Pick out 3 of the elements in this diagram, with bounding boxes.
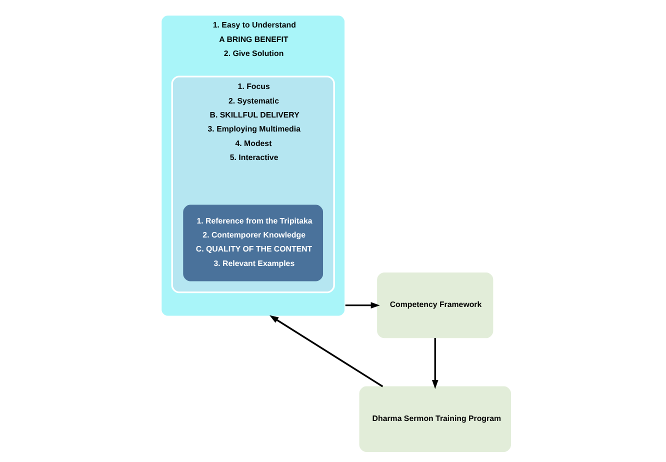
arrow bbox=[344, 302, 380, 308]
arrow bbox=[268, 315, 383, 388]
arrow bbox=[431, 338, 438, 390]
